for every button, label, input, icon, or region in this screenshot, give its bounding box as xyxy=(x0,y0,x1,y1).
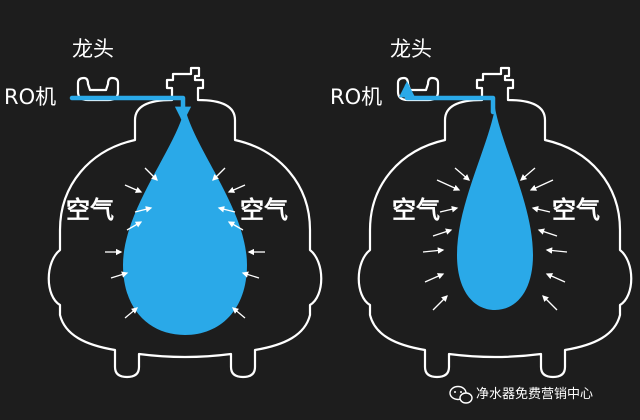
right-tank-diagram xyxy=(357,66,633,379)
air-label-left-inner: 空气 xyxy=(240,196,288,224)
water-bladder xyxy=(123,108,247,335)
watermark-text: 净水器免费营销中心 xyxy=(476,387,593,402)
ro-machine-label: RO机 xyxy=(330,85,382,109)
air-pressure-arrows xyxy=(422,167,568,311)
left-tank-diagram xyxy=(47,66,323,379)
air-label-right-outer: 空气 xyxy=(392,196,440,224)
water-bladder xyxy=(457,108,533,310)
air-label-right-inner: 空气 xyxy=(552,196,600,224)
water-inflow-pipe xyxy=(69,95,192,123)
air-pressure-arrows xyxy=(105,167,265,319)
ro-machine-label: RO机 xyxy=(4,85,56,109)
tank-valve xyxy=(165,66,205,97)
watermark: 净水器免费营销中心 xyxy=(449,385,593,404)
air-label-left-outer: 空气 xyxy=(66,196,114,224)
faucet-label: 龙头 xyxy=(72,37,114,61)
tank-valve xyxy=(475,66,515,97)
faucet-label: 龙头 xyxy=(390,37,432,61)
water-outflow-pipe xyxy=(398,81,496,115)
wechat-icon xyxy=(449,385,473,404)
